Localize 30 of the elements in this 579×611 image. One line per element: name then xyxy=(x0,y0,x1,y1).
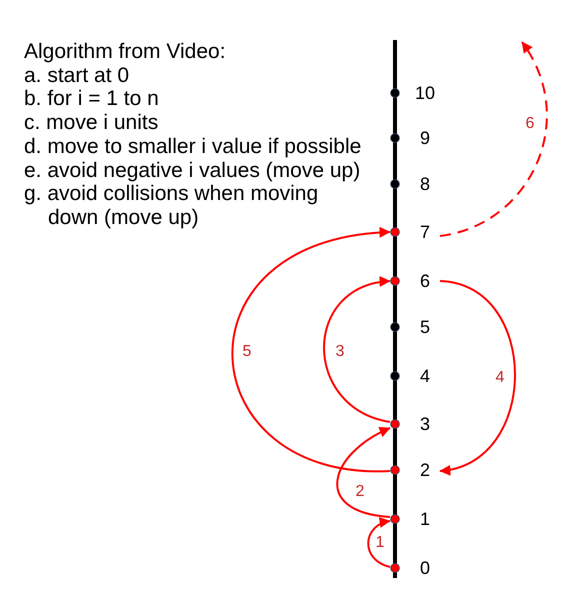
edge-label: 5 xyxy=(242,343,252,361)
point-number: 9 xyxy=(420,127,430,149)
dashed-curved-arrow xyxy=(440,41,548,237)
algorithm-step: c. move i units xyxy=(24,111,158,135)
algorithm-step: d. move to smaller i value if possible xyxy=(24,134,362,159)
point-number: 3 xyxy=(420,413,430,435)
edge-label: 6 xyxy=(526,115,534,133)
point-number: 2 xyxy=(420,459,430,481)
point-number: 7 xyxy=(420,221,430,243)
curved-arrow xyxy=(439,280,516,474)
point-number: 8 xyxy=(420,173,430,195)
point-number: 1 xyxy=(420,508,430,530)
curved-arrow xyxy=(323,277,391,423)
edge-label: 3 xyxy=(336,343,344,361)
point-number: 4 xyxy=(420,365,430,387)
algorithm-step: g. avoid collisions when moving down (move up) xyxy=(24,182,330,230)
curved-arrow xyxy=(232,228,391,472)
edge-label: 1 xyxy=(376,534,384,552)
curved-arrow xyxy=(336,427,390,518)
algorithm-heading: Algorithm from Video: xyxy=(24,40,226,64)
edge-label: 2 xyxy=(356,483,364,501)
curved-arrow xyxy=(367,518,391,568)
point-number: 6 xyxy=(420,270,430,292)
point-number: 5 xyxy=(420,316,430,338)
point-number: 10 xyxy=(414,82,436,104)
point-number: 0 xyxy=(420,557,430,579)
algorithm-step: e. avoid negative i values (move up) xyxy=(24,158,360,182)
algorithm-step: a. start at 0 xyxy=(24,64,130,88)
algorithm-step: b. for i = 1 to n xyxy=(24,87,159,112)
edge-label: 4 xyxy=(496,369,504,387)
